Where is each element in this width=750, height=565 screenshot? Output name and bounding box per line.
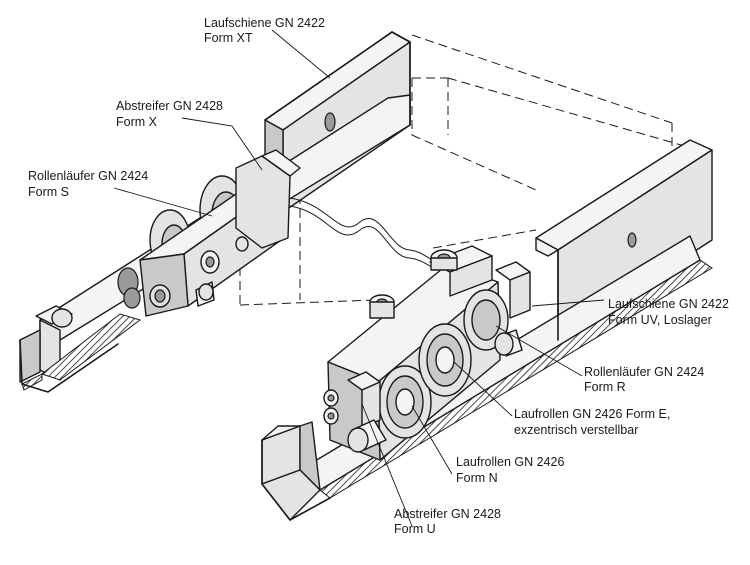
label-wiper-x-line2: Form X	[116, 115, 158, 129]
label-rail-xt-line1: Laufschiene GN 2422	[204, 16, 325, 30]
label-wiper-u-line1: Abstreifer GN 2428	[394, 507, 501, 521]
label-carriage-r: Rollenläufer GN 2424 Form R	[584, 365, 704, 394]
label-rollers-e-line2: exzentrisch verstellbar	[514, 423, 638, 437]
wiper-upper	[235, 149, 301, 249]
label-carriage-r-line2: Form R	[584, 380, 626, 394]
label-wiper-x-line1: Abstreifer GN 2428	[116, 99, 223, 113]
label-rail-uv: Laufschiene GN 2422 Form UV, Loslager	[608, 297, 729, 327]
cable	[289, 197, 441, 271]
leader-lines	[113, 29, 605, 527]
label-wiper-x: Abstreifer GN 2428 Form X	[116, 99, 223, 129]
label-rollers-e-line1: Laufrollen GN 2426 Form E,	[514, 407, 670, 421]
label-rail-xt: Laufschiene GN 2422 Form XT	[204, 16, 325, 45]
label-rollers-n-line1: Laufrollen GN 2426	[456, 455, 564, 469]
label-wiper-u-line2: Form U	[394, 522, 436, 536]
label-rail-xt-line2: Form XT	[204, 31, 253, 45]
label-rollers-e: Laufrollen GN 2426 Form E, exzentrisch v…	[514, 407, 670, 437]
label-rail-uv-line2: Form UV, Loslager	[608, 313, 712, 327]
label-carriage-s-line1: Rollenläufer GN 2424	[28, 169, 148, 183]
label-carriage-r-line1: Rollenläufer GN 2424	[584, 365, 704, 379]
label-wiper-u: Abstreifer GN 2428 Form U	[394, 507, 501, 536]
label-rail-uv-line1: Laufschiene GN 2422	[608, 297, 729, 311]
phantom-frame	[239, 34, 703, 306]
label-carriage-s: Rollenläufer GN 2424 Form S	[28, 169, 148, 199]
label-rollers-n: Laufrollen GN 2426 Form N	[456, 455, 564, 485]
carriage-lower	[323, 245, 531, 461]
label-rollers-n-line2: Form N	[456, 471, 498, 485]
label-carriage-s-line2: Form S	[28, 185, 69, 199]
